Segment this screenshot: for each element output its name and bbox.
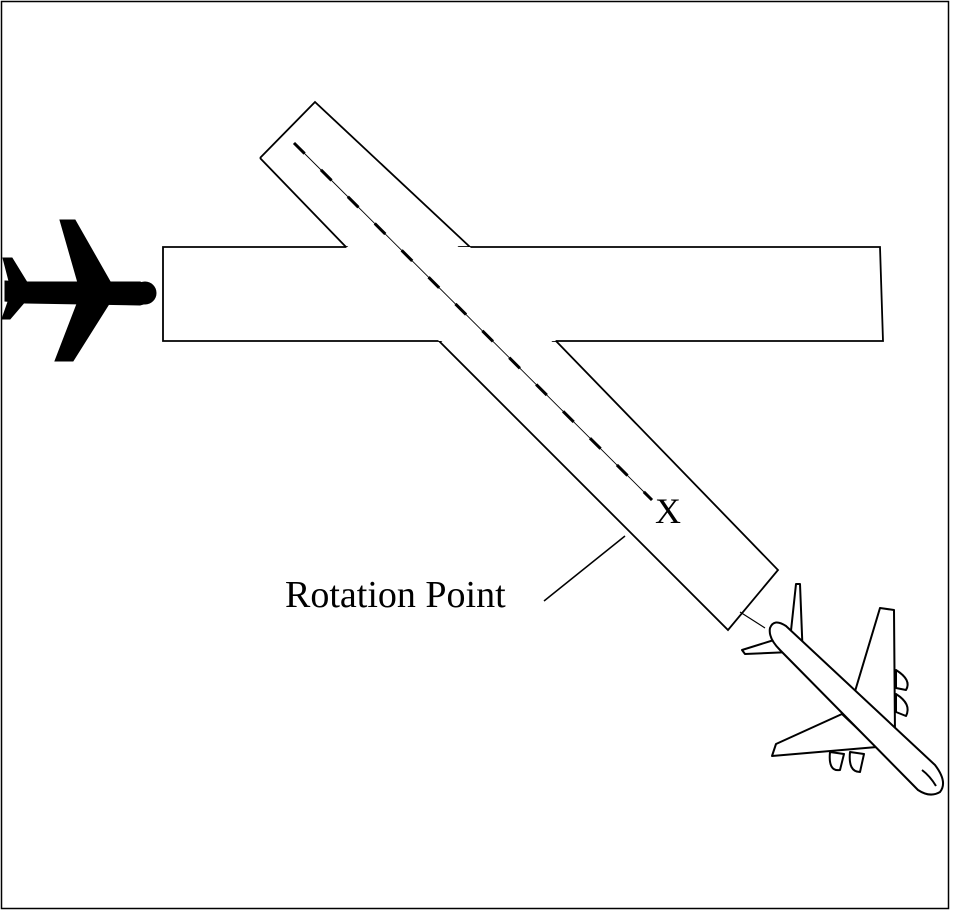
takeoff-path-dashes	[292, 141, 654, 502]
runway-threshold-mark	[739, 611, 766, 629]
horizontal-runway	[162, 246, 884, 342]
intersection-mask	[346, 247, 556, 341]
rotation-point-leader	[543, 535, 626, 602]
airplane-silhouette-icon	[1, 219, 157, 362]
rotation-x-marker: X	[655, 491, 681, 531]
diagonal-runway-top-edge	[259, 100, 471, 248]
diagonal-runway-left-edge	[259, 157, 347, 248]
rotation-point-label: Rotation Point	[285, 574, 506, 616]
airplane-outline-icon	[741, 583, 945, 796]
diagonal-runway-bottom-edge	[438, 340, 780, 632]
